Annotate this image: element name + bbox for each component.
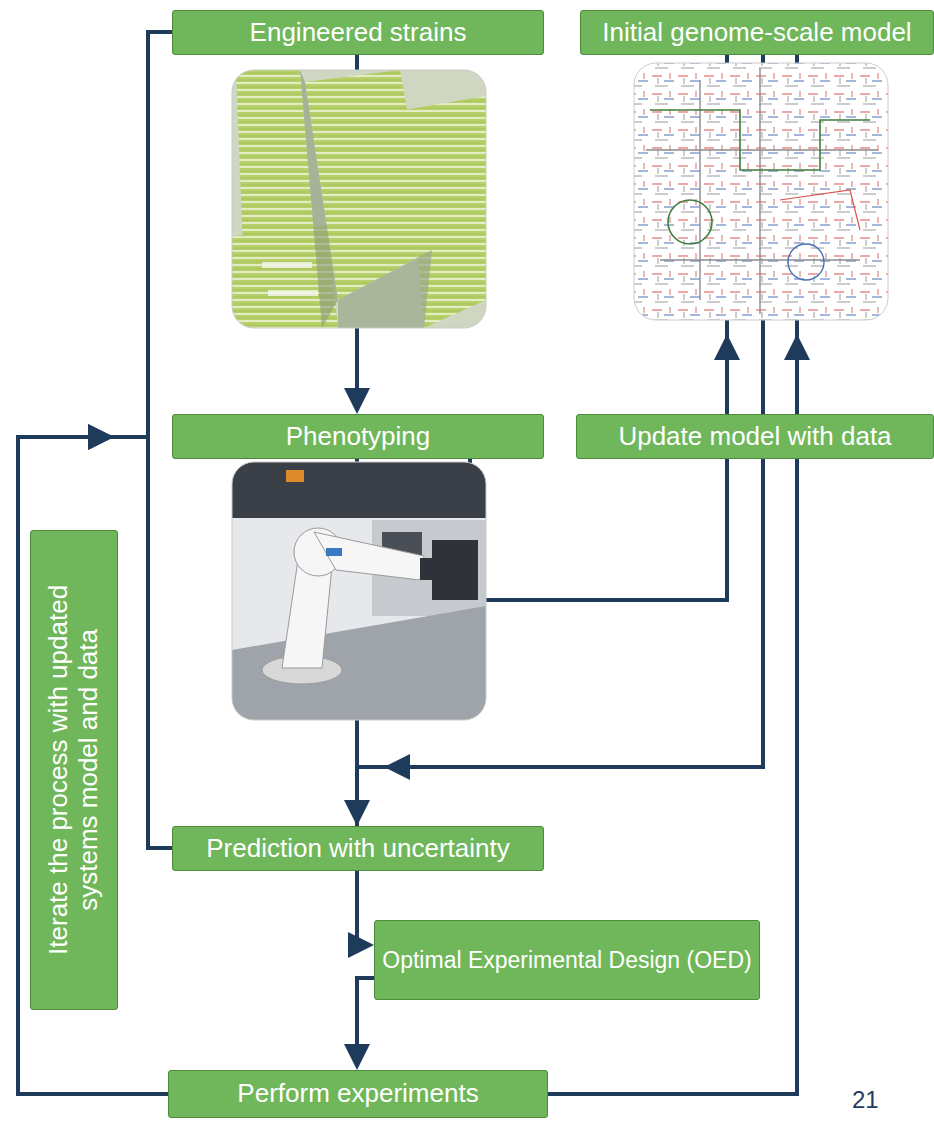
map-cycle bbox=[788, 244, 824, 280]
robot-gripper bbox=[420, 558, 448, 580]
connector bbox=[18, 424, 172, 1094]
robot-photo bbox=[232, 462, 486, 720]
warning-sign bbox=[286, 470, 304, 482]
arrowhead bbox=[344, 800, 370, 826]
box-label: Update model with data bbox=[618, 422, 891, 452]
step-box: Update model with data bbox=[576, 414, 934, 459]
photo-ground bbox=[232, 462, 486, 720]
lab-table bbox=[232, 606, 486, 720]
plate-label bbox=[262, 262, 312, 268]
step-box: Phenotyping bbox=[172, 414, 544, 459]
arrowhead bbox=[88, 424, 114, 450]
photo-ground bbox=[232, 70, 486, 328]
stack-shadow bbox=[338, 250, 432, 328]
connector bbox=[18, 32, 172, 1094]
connector bbox=[344, 978, 374, 1070]
map-pathway bbox=[650, 110, 870, 170]
model-box: Initial genome-scale model bbox=[580, 10, 934, 55]
map-texture bbox=[634, 63, 888, 320]
box-label: Perform experiments bbox=[237, 1079, 478, 1109]
box-label: Phenotyping bbox=[286, 422, 431, 452]
arrowhead bbox=[384, 754, 410, 780]
box-label: Optimal Experimental Design (OED) bbox=[382, 947, 751, 973]
robot-logo bbox=[326, 548, 342, 556]
map-pathway bbox=[646, 68, 878, 314]
map-pathway bbox=[780, 190, 860, 230]
metabolic-map bbox=[634, 63, 888, 320]
box-label: Initial genome-scale model bbox=[602, 18, 911, 48]
map-frame bbox=[634, 63, 888, 320]
map-cycle bbox=[668, 200, 712, 244]
step-box: Prediction with uncertainty bbox=[172, 826, 544, 871]
arrowhead bbox=[348, 932, 374, 958]
photo-frame bbox=[232, 70, 486, 328]
connector-line bbox=[357, 871, 364, 945]
step-box: Perform experiments bbox=[168, 1070, 548, 1118]
arrowhead bbox=[88, 424, 114, 450]
arrowhead bbox=[714, 334, 740, 360]
box-label: Prediction with uncertainty bbox=[206, 834, 509, 864]
plates-photo bbox=[232, 70, 486, 328]
design-box: Optimal Experimental Design (OED) bbox=[374, 920, 760, 1000]
stack-shadow bbox=[300, 70, 338, 328]
robot-upper-arm bbox=[314, 532, 424, 580]
lab-wall bbox=[232, 462, 486, 518]
connector-line bbox=[18, 32, 172, 1094]
connector bbox=[348, 871, 374, 958]
box-label: Engineered strains bbox=[250, 18, 467, 48]
arrowhead bbox=[344, 1044, 370, 1070]
iteration-box: Iterate the process with updated systems… bbox=[30, 530, 118, 1010]
page-number: 21 bbox=[852, 1086, 879, 1114]
photo-frame bbox=[232, 462, 486, 720]
step-box: Engineered strains bbox=[172, 10, 544, 55]
robot-lower-arm bbox=[282, 560, 332, 668]
arrowhead bbox=[784, 334, 810, 360]
rotated-label: Iterate the process with updated systems… bbox=[44, 564, 104, 974]
plate-label bbox=[268, 290, 318, 296]
connector-line bbox=[18, 437, 172, 1094]
arrowhead bbox=[344, 388, 370, 414]
